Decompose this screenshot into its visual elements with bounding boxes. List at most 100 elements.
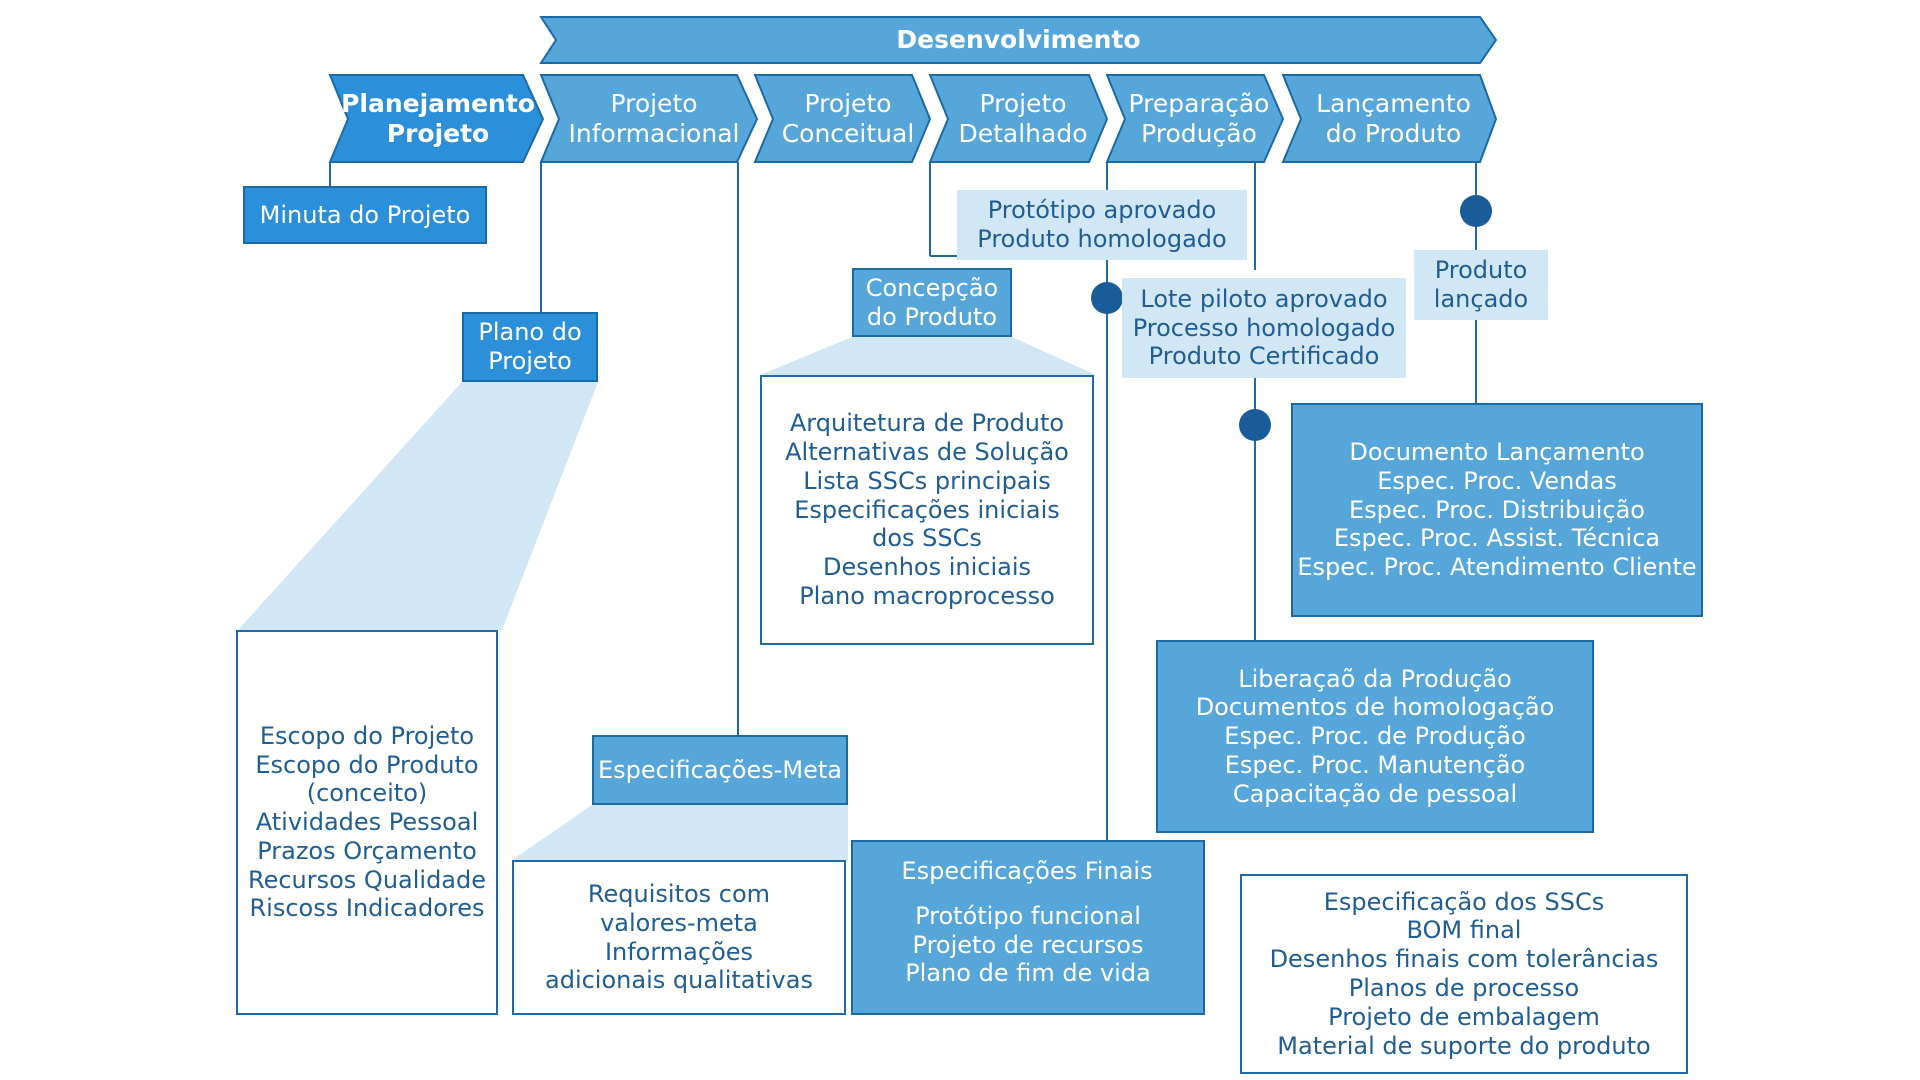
detail-line: Documento Lançamento: [1349, 438, 1645, 466]
box-line: Concepção: [865, 273, 999, 302]
phase-label-line: Projeto: [979, 89, 1067, 118]
detail-line: Espec. Proc. de Produção: [1224, 722, 1526, 751]
detail-line: Recursos Qualidade: [247, 865, 487, 894]
phase-chevron-planejamento: [328, 74, 545, 163]
detail-line: Desenhos iniciais: [822, 553, 1032, 582]
milestone-line: Lote piloto aprovado: [1140, 284, 1388, 313]
detail-line: Espec. Proc. Assist. Técnica: [1333, 524, 1661, 553]
milestone-dot-prototipo: [1091, 282, 1123, 314]
detail-line: Escopo do Produto: [255, 750, 479, 779]
phase-lancamento: Lançamento do Produto: [1301, 78, 1486, 160]
detail-line: Planos de processo: [1348, 974, 1580, 1002]
especificacoes-meta-details-box: Requisitos com valores-meta Informações …: [512, 860, 846, 1015]
phase-label-line: Planejamento: [341, 89, 535, 118]
concepcao-do-produto-box: Concepção do Produto: [852, 268, 1012, 337]
detail-line: Especificações iniciais: [794, 495, 1060, 524]
phase-chevron-detalhado: [928, 74, 1109, 163]
phase-chevron-conceitual: [753, 74, 932, 163]
development-banner-label: Desenvolvimento: [896, 25, 1141, 54]
milestone-prototipo-label: Protótipo aprovado Produto homologado: [957, 190, 1247, 260]
phase-chevron-informacional: [539, 74, 759, 163]
detail-line: Prazos Orçamento: [257, 836, 477, 865]
phase-label-line: do Produto: [1325, 119, 1462, 148]
liberacao-producao-box: Liberaçaõ da Produção Documentos de homo…: [1156, 640, 1594, 833]
milestone-dot-lancado: [1460, 195, 1492, 227]
phase-label-line: Preparação: [1128, 89, 1270, 118]
detail-line: Especificação dos SSCs: [1323, 887, 1605, 916]
phase-preparacao: Preparação Produção: [1123, 78, 1275, 160]
detail-line: Espec. Proc. Distribuição: [1349, 495, 1645, 524]
milestone-produto-lancado-label: Produto lançado: [1414, 250, 1548, 320]
detail-line: Atividades Pessoal: [255, 808, 479, 837]
phase-informacional: Projeto Informacional: [559, 78, 749, 160]
phase-label-line: Projeto: [386, 119, 490, 148]
detail-line: Capacitação de pessoal: [1232, 779, 1518, 808]
detail-line: Plano de fim de vida: [905, 959, 1151, 988]
phase-label-line: Conceitual: [781, 119, 915, 148]
phase-label-line: Detalhado: [958, 119, 1088, 148]
detail-line: Desenhos finais com tolerâncias: [1269, 945, 1659, 974]
phase-label-line: Produção: [1141, 119, 1257, 148]
box-line: do Produto: [866, 302, 998, 331]
plano-details-box: Escopo do Projeto Escopo do Produto (con…: [236, 630, 498, 1015]
especificacoes-finais-title: Especificações Finais: [865, 853, 1189, 890]
plano-do-projeto-box: Plano do Projeto: [462, 312, 598, 382]
detail-line: Espec. Proc. Vendas: [1377, 466, 1617, 495]
milestone-lote-label: Lote piloto aprovado Processo homologado…: [1122, 278, 1406, 378]
box-line: Especificações-Meta: [598, 755, 842, 784]
detail-line: Espec. Proc. Atendimento Cliente: [1297, 553, 1697, 582]
detail-line: dos SSCs: [872, 524, 982, 553]
milestone-line: Protótipo aprovado: [987, 196, 1217, 225]
detail-line: Arquitetura de Produto: [789, 409, 1065, 438]
phase-chevron-lancamento: [1281, 74, 1498, 163]
detail-line: Material de suporte do produto: [1277, 1031, 1651, 1060]
phase-label-line: Lançamento: [1316, 89, 1471, 118]
detail-line: Documentos de homologação: [1195, 693, 1555, 722]
documento-lancamento-box: Documento Lançamento Espec. Proc. Vendas…: [1291, 403, 1703, 617]
phase-detalhado: Projeto Detalhado: [948, 78, 1098, 160]
especificacoes-finais-details: Protótipo funcional Projeto de recursos …: [851, 895, 1205, 995]
phase-chevron-preparacao: [1105, 74, 1285, 163]
detail-line: Plano macroprocesso: [799, 581, 1055, 610]
box-line: Minuta do Projeto: [259, 200, 471, 229]
phase-label-line: Projeto: [804, 89, 892, 118]
phase-conceitual: Projeto Conceitual: [773, 78, 923, 160]
milestone-dot-lote: [1239, 409, 1271, 441]
especificacoes-finais-box: [851, 840, 1205, 1015]
detail-line: Projeto de recursos: [912, 930, 1144, 959]
detail-line: Protótipo funcional: [915, 901, 1141, 930]
development-banner-chevron: [539, 16, 1498, 64]
milestone-line: Produto homologado: [977, 225, 1227, 253]
detail-line: BOM final: [1406, 916, 1522, 945]
plano-callout-shape: [238, 382, 598, 630]
development-banner: Desenvolvimento: [541, 17, 1496, 63]
detail-line: Projeto de embalagem: [1328, 1002, 1600, 1031]
especificacoes-finais-extra-box: Especificação dos SSCs BOM final Desenho…: [1240, 874, 1688, 1074]
detail-line: Lista SSCs principais: [803, 466, 1051, 495]
detail-line: Espec. Proc. Manutenção: [1224, 750, 1526, 779]
phase-label-line: Projeto: [610, 89, 698, 118]
box-line: Projeto: [488, 347, 572, 375]
milestone-line: lançado: [1433, 285, 1529, 313]
detail-line: Requisitos com: [587, 879, 771, 908]
phase-label-line: Informacional: [568, 119, 740, 148]
milestone-line: Processo homologado: [1132, 313, 1396, 342]
concepcao-details-box: Arquitetura de Produto Alternativas de S…: [760, 375, 1094, 645]
detail-line: Informações: [604, 937, 754, 966]
box-line: Especificações Finais: [901, 857, 1153, 886]
detail-line: Riscoss Indicadores: [249, 894, 485, 923]
detail-line: adicionais qualitativas: [545, 966, 813, 995]
concepcao-callout-shape: [760, 337, 1096, 375]
phase-planejamento: Planejamento Projeto: [341, 78, 535, 160]
detail-line: Liberaçaõ da Produção: [1238, 664, 1512, 693]
milestone-line: Produto: [1434, 256, 1528, 285]
detail-line: Alternativas de Solução: [785, 438, 1069, 466]
detail-line: (conceito): [306, 779, 428, 808]
detail-line: Escopo do Projeto: [259, 721, 475, 750]
box-line: Plano do: [478, 318, 582, 347]
detail-line: valores-meta: [600, 908, 758, 937]
milestone-line: Produto Certificado: [1148, 342, 1380, 371]
meta-callout-shape: [512, 805, 848, 860]
especificacoes-meta-box: Especificações-Meta: [592, 735, 848, 805]
